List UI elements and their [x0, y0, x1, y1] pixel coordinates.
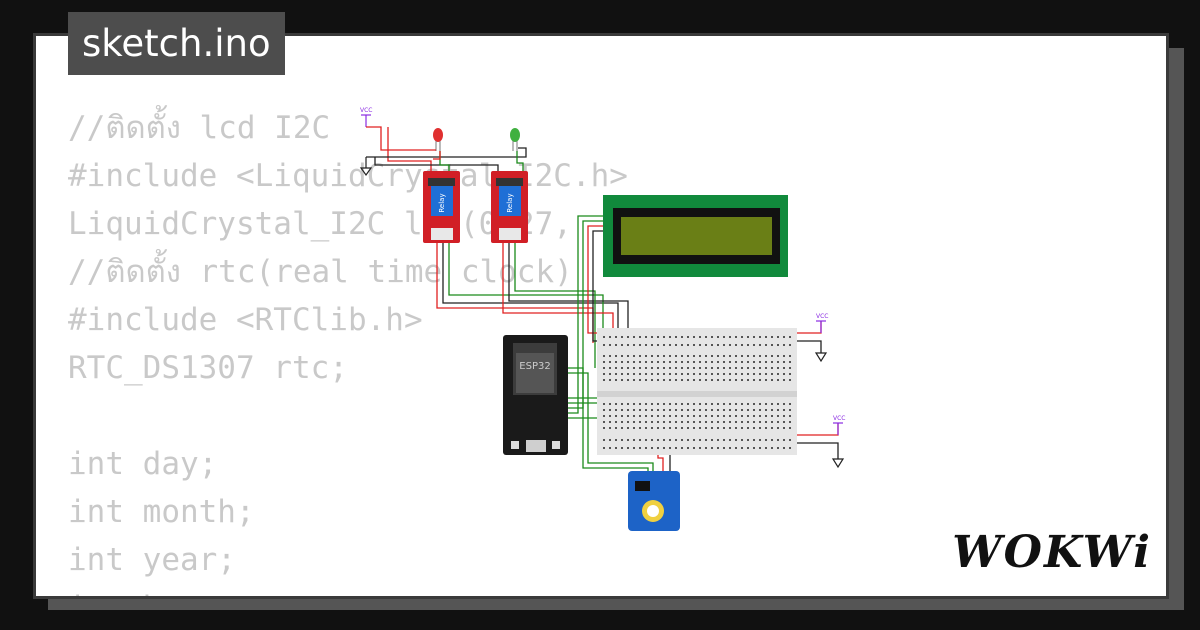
vcc-symbol: VCC: [360, 107, 372, 127]
wokwi-logo: WOKWi: [952, 527, 1152, 578]
code-line: int day;: [68, 446, 218, 482]
code-line: #include <RTClib.h>: [68, 302, 423, 338]
vcc-symbol: VCC: [833, 415, 845, 435]
led-red[interactable]: [433, 128, 443, 151]
sketch-title-tab: sketch.ino: [68, 12, 285, 75]
code-line: int h: [68, 584, 628, 596]
code-preview: //ติดตั้ง lcd I2C#include <LiquidCrystal…: [68, 104, 628, 596]
rtc-module[interactable]: [628, 471, 680, 531]
code-line: //ติดตั้ง rtc(real time clock): [68, 254, 573, 290]
vcc-label: VCC: [816, 313, 828, 320]
vcc-symbol: VCC: [816, 313, 828, 333]
lcd-display[interactable]: [603, 195, 788, 277]
relay-label: Relay: [506, 193, 514, 212]
vcc-label: VCC: [833, 415, 845, 422]
gnd-symbol: [814, 352, 828, 363]
vcc-label: VCC: [360, 107, 372, 114]
gnd-symbol: [359, 157, 373, 177]
code-line: int year;: [68, 542, 236, 578]
esp32-label: ESP32: [519, 361, 550, 372]
code-line: int month;: [68, 494, 255, 530]
led-green[interactable]: [510, 128, 520, 151]
esp32-board[interactable]: ESP32: [503, 335, 568, 455]
circuit-diagram: VCC: [359, 107, 845, 531]
breadboard[interactable]: [597, 328, 797, 455]
relay-module-2[interactable]: Relay: [491, 171, 528, 243]
code-line: RTC_DS1307 rtc;: [68, 350, 348, 386]
preview-card: //ติดตั้ง lcd I2C#include <LiquidCrystal…: [33, 33, 1169, 599]
gnd-symbol: [831, 458, 845, 469]
relay-module-1[interactable]: Relay: [423, 171, 460, 243]
code-line: //ติดตั้ง lcd I2C: [68, 110, 331, 146]
relay-label: Relay: [438, 193, 446, 212]
